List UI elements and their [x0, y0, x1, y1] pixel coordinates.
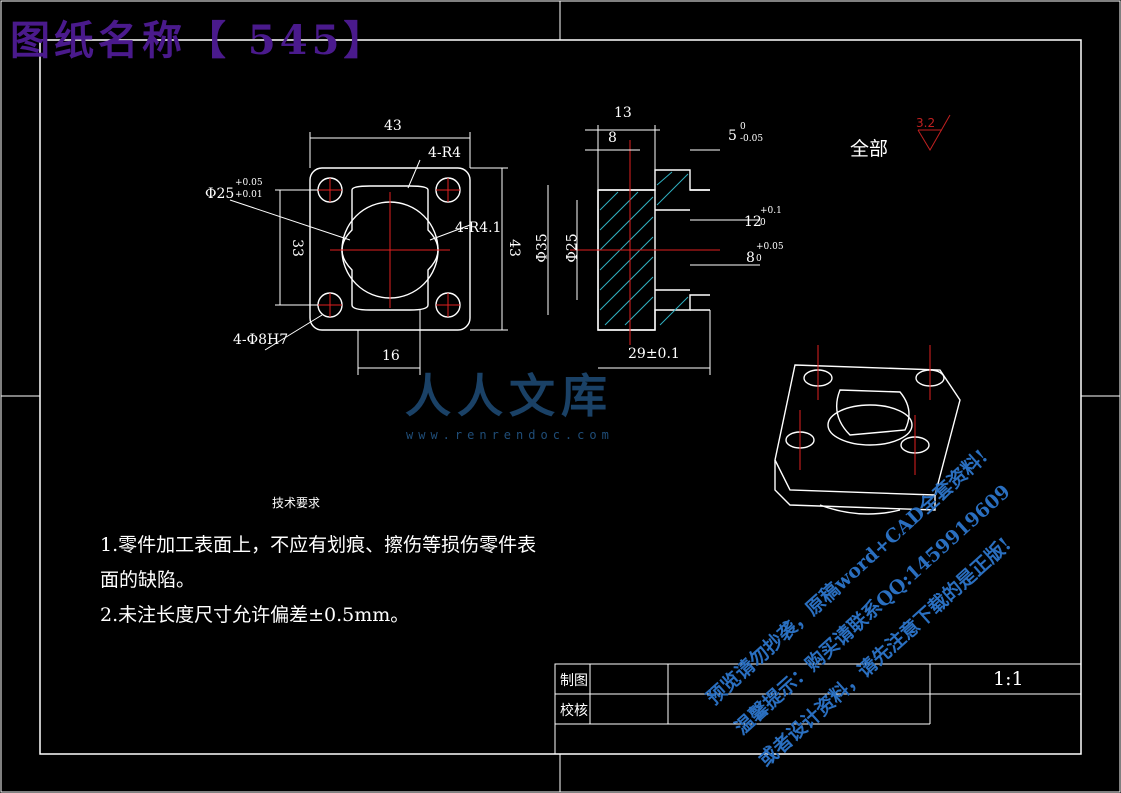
dim-phi25b: Φ25: [564, 233, 581, 263]
watermark-url: www.renrendoc.com: [406, 428, 614, 442]
dim-5: 5: [728, 128, 737, 144]
dim-5-tol-lower: -0.05: [740, 134, 764, 144]
watermark-logo: 人人文库: [405, 369, 613, 423]
iso-view: [774, 364, 961, 515]
dim-13: 13: [614, 105, 632, 121]
title-block-scale: 1:1: [993, 668, 1024, 690]
dim-holes: 4-Φ8H7: [233, 332, 289, 348]
dim-33: 33: [288, 239, 305, 257]
dim-8: 8: [608, 130, 617, 146]
requirements-heading: 技术要求: [272, 496, 321, 510]
title-block-drawn: 制图: [560, 673, 588, 689]
dim-5-tol-upper: 0: [740, 122, 746, 132]
iso-centerlines: [799, 345, 931, 475]
title-block-grid: [554, 663, 1082, 755]
section-hatch: [599, 171, 689, 326]
section-view: [597, 169, 710, 331]
dim-29: 29±0.1: [628, 346, 680, 362]
front-dimensions: [229, 132, 508, 375]
requirement-line-1b: 面的缺陷。: [100, 569, 196, 591]
requirement-line-1: 1.零件加工表面上，不应有划痕、擦伤等损伤零件表: [100, 534, 537, 556]
dim-8b-tol-upper: +0.05: [756, 242, 784, 252]
dim-4-r41: 4-R4.1: [455, 220, 502, 236]
roughness-value: 3.2: [916, 116, 936, 130]
drawing-title: 图纸名称【 545】: [10, 17, 388, 64]
dim-12: 12: [744, 214, 762, 230]
section-dimensions: [547, 125, 760, 375]
dim-43-width: 43: [384, 118, 402, 134]
dim-43-height: 43: [505, 239, 522, 257]
dim-12-tol-lower: 0: [760, 218, 766, 228]
dim-8b-tol-lower: 0: [756, 254, 762, 264]
section-centerline: [570, 140, 720, 345]
dim-12-tol-upper: +0.1: [760, 206, 782, 216]
title-block-checked: 校核: [560, 703, 588, 719]
dim-16: 16: [382, 348, 400, 364]
dim-phi25-tol-lower: +0.01: [235, 190, 263, 200]
dim-phi35: Φ35: [534, 233, 551, 263]
requirement-line-2: 2.未注长度尺寸允许偏差±0.5mm。: [100, 604, 410, 626]
front-centerlines: [318, 178, 460, 317]
roughness-symbol: [917, 114, 951, 151]
dim-phi25-tol-upper: +0.05: [235, 178, 263, 188]
surface-label: 全部: [850, 138, 889, 160]
dim-8b: 8: [746, 250, 755, 266]
dim-phi25: Φ25: [205, 186, 235, 202]
dim-4-r4: 4-R4: [428, 145, 462, 161]
